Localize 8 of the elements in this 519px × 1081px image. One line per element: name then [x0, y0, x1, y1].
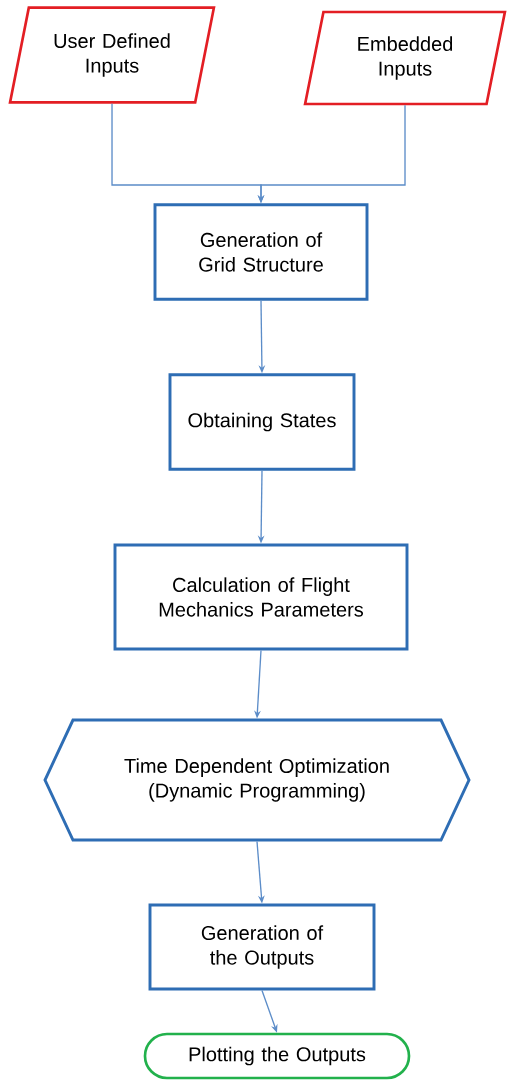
process-box: Generation of Grid Structure [153, 203, 369, 301]
process-box: Obtaining States [168, 373, 356, 471]
process-box: Calculation of Flight Mechanics Parameters [113, 543, 409, 651]
terminal-box: Plotting the Outputs [143, 1032, 411, 1080]
input-parallelogram: User Defined Inputs [8, 6, 216, 104]
process-box: Generation of the Outputs [148, 903, 376, 991]
preparation-hexagon: Time Dependent Optimization (Dynamic Programming) [43, 718, 471, 842]
input-parallelogram: Embedded Inputs [303, 10, 507, 106]
